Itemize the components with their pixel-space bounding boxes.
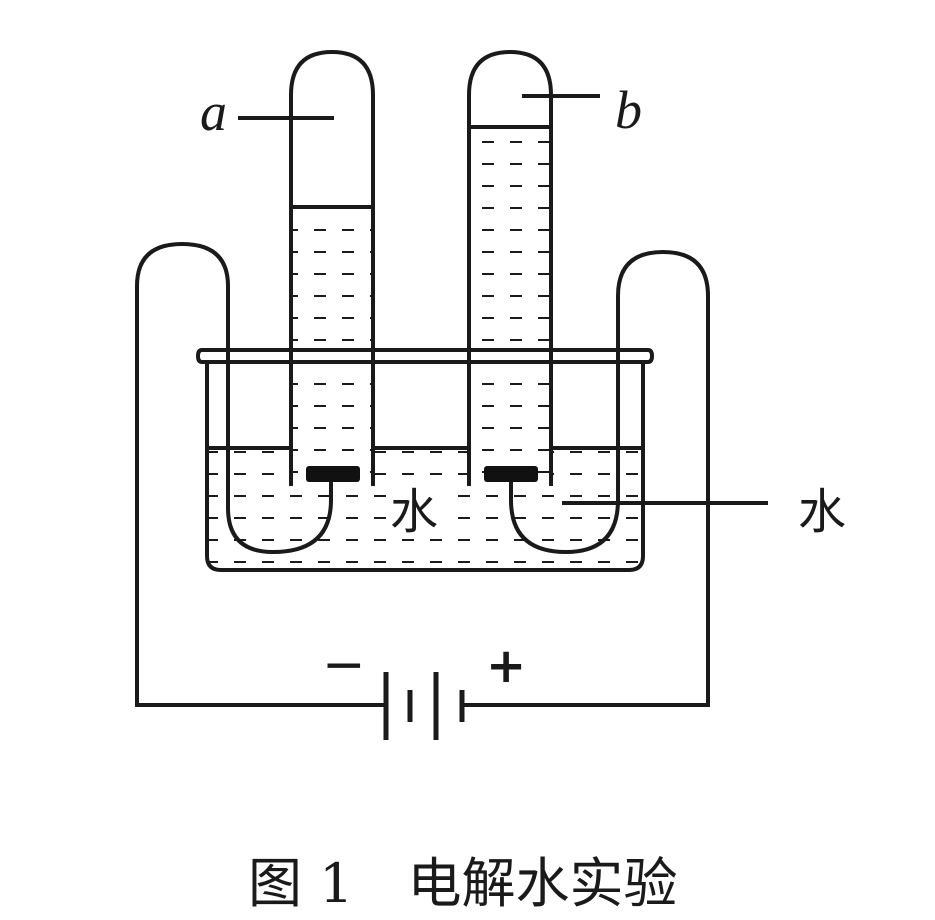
beaker [195, 348, 655, 572]
tube-a-water [293, 205, 371, 480]
label-tube-b: b [615, 80, 642, 140]
figure-caption: 图 1 电解水实验 [248, 852, 678, 915]
label-minus: − [322, 635, 366, 695]
tube-b-water [471, 125, 549, 480]
wire-negative [135, 241, 386, 707]
battery [383, 672, 465, 740]
label-tube-a: a [200, 82, 227, 142]
test-tube-b [467, 49, 553, 486]
test-tube-a [289, 49, 375, 486]
label-water-inner: 水 [390, 484, 438, 540]
electrode-b [484, 466, 538, 482]
wire-positive [464, 249, 710, 707]
label-plus: + [486, 638, 526, 694]
electrode-a [306, 466, 360, 482]
label-water-outer: 水 [798, 484, 846, 540]
